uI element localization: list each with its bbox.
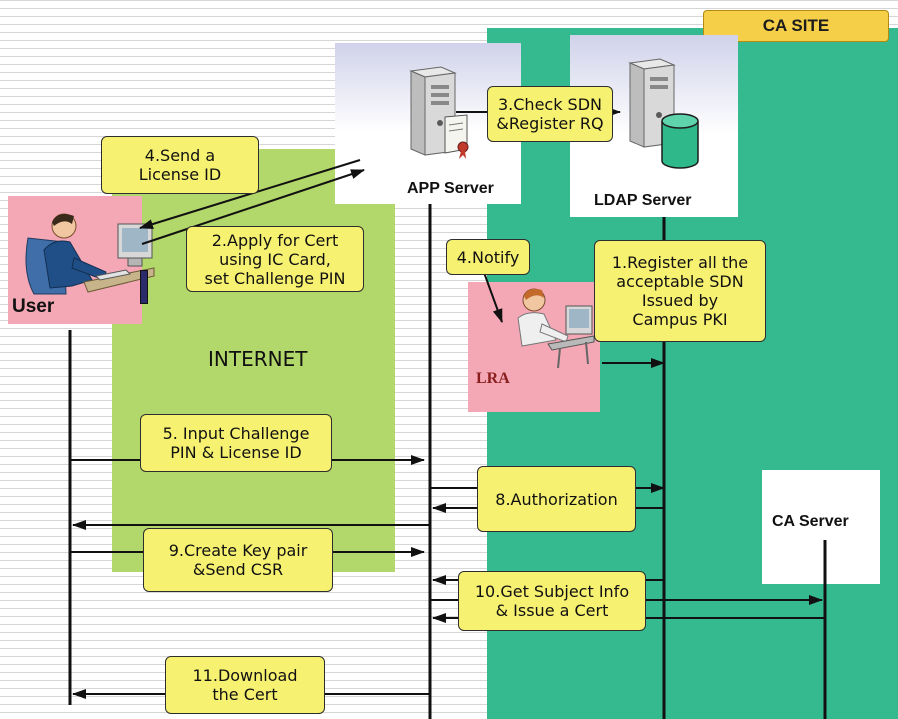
- step-9-line-1: 9.Create Key pair: [169, 541, 308, 560]
- step-5-line-2: PIN & License ID: [163, 443, 310, 462]
- step-1-line-3: Issued by: [612, 291, 748, 310]
- step-2-line-2: using IC Card,: [205, 250, 346, 269]
- step-2-line-1: 2.Apply for Cert: [205, 231, 346, 250]
- step-11-line-2: the Cert: [193, 685, 298, 704]
- step-11-line-1: 11.Download: [193, 666, 298, 685]
- step-1-line-1: 1.Register all the: [612, 253, 748, 272]
- step-8-line-1: 8.Authorization: [495, 490, 617, 509]
- step-8-note: 8.Authorization: [477, 466, 636, 532]
- step-4-send-line-2: License ID: [139, 165, 221, 184]
- step-3-note: 3.Check SDN&Register RQ: [487, 86, 613, 142]
- step-9-note: 9.Create Key pair&Send CSR: [143, 528, 333, 592]
- step-1-line-2: acceptable SDN: [612, 272, 748, 291]
- step-9-line-2: &Send CSR: [169, 560, 308, 579]
- step-10-line-2: & Issue a Cert: [475, 601, 629, 620]
- step-4-notify-line-1: 4.Notify: [457, 248, 520, 267]
- step-10-note: 10.Get Subject Info& Issue a Cert: [458, 571, 646, 631]
- step-1-line-4: Campus PKI: [612, 310, 748, 329]
- step-4-send-line-1: 4.Send a: [139, 146, 221, 165]
- step-3-line-2: &Register RQ: [496, 114, 603, 133]
- step-4-notify-note: 4.Notify: [446, 239, 530, 275]
- step-3-line-1: 3.Check SDN: [496, 95, 603, 114]
- step-2-line-3: set Challenge PIN: [205, 269, 346, 288]
- step-5-line-1: 5. Input Challenge: [163, 424, 310, 443]
- step-10-line-1: 10.Get Subject Info: [475, 582, 629, 601]
